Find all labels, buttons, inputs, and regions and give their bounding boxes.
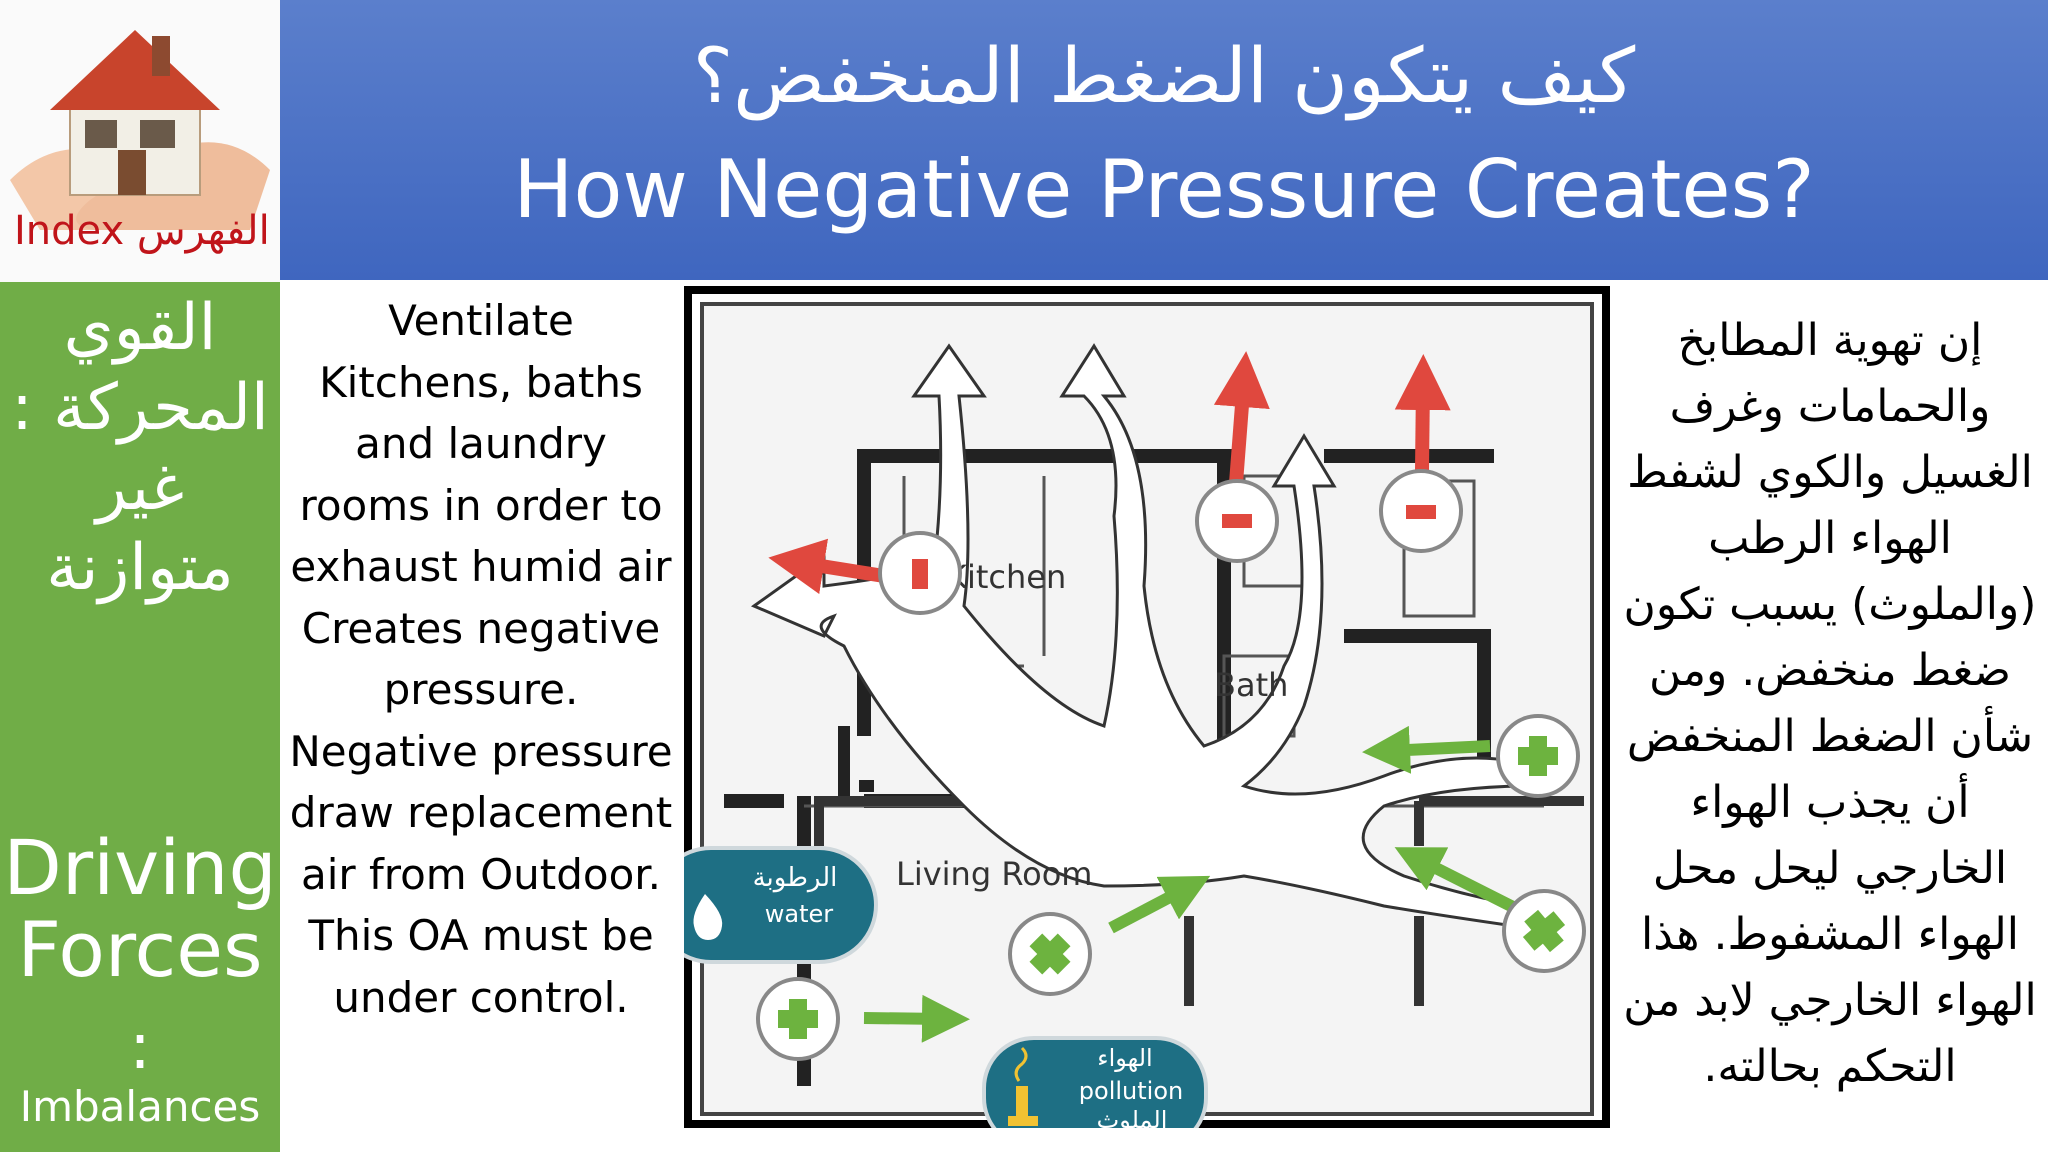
section-sidebar: القوي المحركة : غير متوازنة Driving Forc… xyxy=(0,282,280,1152)
negative-pressure-floor-plan: Kitchen Bath Living Room xyxy=(684,286,1610,1128)
exhaust-arrow xyxy=(1394,354,1451,472)
exhaust-arrows xyxy=(768,351,1451,595)
inflow-arrow xyxy=(863,994,970,1043)
water-badge-arabic: الرطوبة xyxy=(753,863,838,893)
house-in-hands-icon xyxy=(10,30,271,230)
water-badge-english: water xyxy=(765,900,834,928)
arabic-description: إن تهوية المطابخ والحمامات وغرف الغسيل و… xyxy=(1623,315,2037,1092)
chimney-smoke-icon xyxy=(1008,1046,1038,1126)
plus-icon xyxy=(756,977,840,1061)
sidebar-subtitle-english: Imbalances xyxy=(19,1082,261,1131)
inflow-arrows xyxy=(863,725,1518,1043)
inflow-arrow xyxy=(1108,875,1211,934)
sidebar-title-arabic: القوي المحركة : غير متوازنة xyxy=(11,291,269,605)
slide-header: كيف يتكون الضغط المنخفض؟ How Negative Pr… xyxy=(280,0,2048,280)
slide-title-english: How Negative Pressure Creates? xyxy=(513,143,1815,236)
inflow-arrow xyxy=(1394,847,1518,914)
slide-title-arabic: كيف يتكون الضغط المنخفض؟ xyxy=(692,31,1636,120)
sidebar-title-english: Driving Forces xyxy=(3,823,277,994)
minus-icon xyxy=(1195,479,1279,563)
inflow-arrow xyxy=(1362,725,1491,774)
living-room-label: Living Room xyxy=(896,855,1092,893)
plus-icon xyxy=(1496,714,1580,798)
plus-icon xyxy=(1008,912,1092,996)
minus-icon xyxy=(878,531,962,615)
bath-label: Bath xyxy=(1214,666,1288,704)
plus-icon xyxy=(1502,889,1586,973)
water-drop-icon xyxy=(693,894,723,940)
pollution-badge: الهواء pollution الملوث xyxy=(982,1036,1208,1128)
kitchen-label: Kitchen xyxy=(946,558,1066,596)
minus-icon xyxy=(1379,469,1463,553)
water-badge: الرطوبة water xyxy=(684,846,878,964)
airflow-streams xyxy=(750,343,1536,928)
pollution-badge-arabic-top: الهواء xyxy=(1097,1044,1152,1072)
pollution-badge-arabic-bottom: الملوث xyxy=(1097,1106,1168,1128)
pollution-badge-english: pollution xyxy=(1079,1077,1183,1105)
exhaust-arrow xyxy=(768,538,886,595)
index-link[interactable]: Index الفهرس xyxy=(14,208,270,254)
index-panel[interactable]: Index الفهرس xyxy=(0,0,280,282)
sidebar-title-colon: : xyxy=(129,1010,151,1084)
english-description: Ventilate Kitchens, baths and laundry ro… xyxy=(289,296,673,1022)
exhaust-arrow xyxy=(1213,351,1270,497)
